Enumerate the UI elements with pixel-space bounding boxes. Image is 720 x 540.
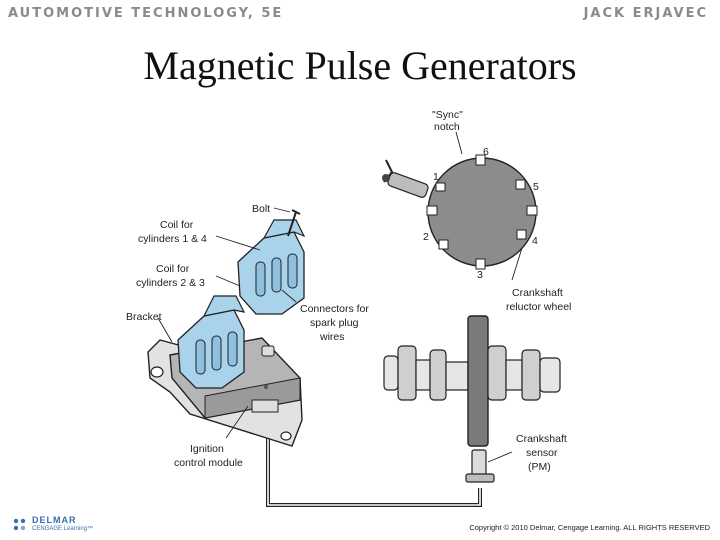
copyright-notice: Copyright © 2010 Delmar, Cengage Learnin…: [469, 523, 710, 532]
book-title: AUTOMOTIVE TECHNOLOGY, 5E: [8, 6, 284, 21]
notch-number-6: 6: [483, 146, 489, 158]
label-crank-wheel-line2: reluctor wheel: [506, 301, 571, 313]
label-bracket: Bracket: [126, 311, 162, 323]
label-coil-14-line2: cylinders 1 & 4: [138, 233, 207, 245]
label-crank-sensor-line1: Crankshaft: [516, 433, 567, 445]
label-crank-sensor-line2: sensor: [526, 447, 558, 459]
module-connector: [251, 399, 279, 413]
bolt: [287, 211, 297, 237]
label-sync-notch-2: notch: [434, 121, 460, 133]
label-bolt: Bolt: [252, 203, 270, 215]
slide-title: Magnetic Pulse Generators: [143, 43, 577, 88]
notch-number-3: 3: [477, 269, 483, 281]
label-sync-notch-1: "Sync": [432, 109, 463, 121]
crankshaft-reluctor-wheel: [426, 154, 538, 270]
bracket-bolt-hole-left: [150, 366, 164, 378]
label-connectors-line1: Connectors for: [300, 303, 369, 315]
notch-number-5: 5: [533, 181, 539, 193]
label-connectors-line2: spark plug: [310, 317, 359, 329]
label-coil-14-line1: Coil for: [160, 219, 194, 231]
logo-sub-text: CENGAGE Learning™: [32, 526, 94, 532]
bracket-bolt-hole-right: [280, 431, 292, 441]
label-crank-wheel-line1: Crankshaft: [512, 287, 563, 299]
crankshaft: [383, 315, 561, 447]
crankshaft-sensor: [465, 449, 495, 483]
label-ignition-line1: Ignition: [190, 443, 224, 455]
notch-number-1: 1: [433, 171, 439, 183]
publisher-logo: DELMAR CENGAGE Learning™: [12, 516, 93, 534]
label-crank-sensor-line3: (PM): [528, 461, 551, 473]
author-name: JACK ERJAVEC: [583, 6, 708, 21]
delmar-logo-icon: [13, 518, 26, 531]
notch-number-2: 2: [423, 231, 429, 243]
label-coil-23-line2: cylinders 2 & 3: [136, 277, 205, 289]
label-coil-23-line1: Coil for: [156, 263, 190, 275]
coil-cylinders-2-3: [177, 295, 246, 389]
label-connectors-line3: wires: [319, 331, 345, 343]
label-ignition-line2: control module: [174, 457, 243, 469]
logo-main-text: DELMAR: [32, 515, 77, 525]
sync-sensor: [382, 159, 429, 198]
notch-number-4: 4: [532, 235, 538, 247]
coil-cylinders-1-4: [237, 219, 306, 315]
